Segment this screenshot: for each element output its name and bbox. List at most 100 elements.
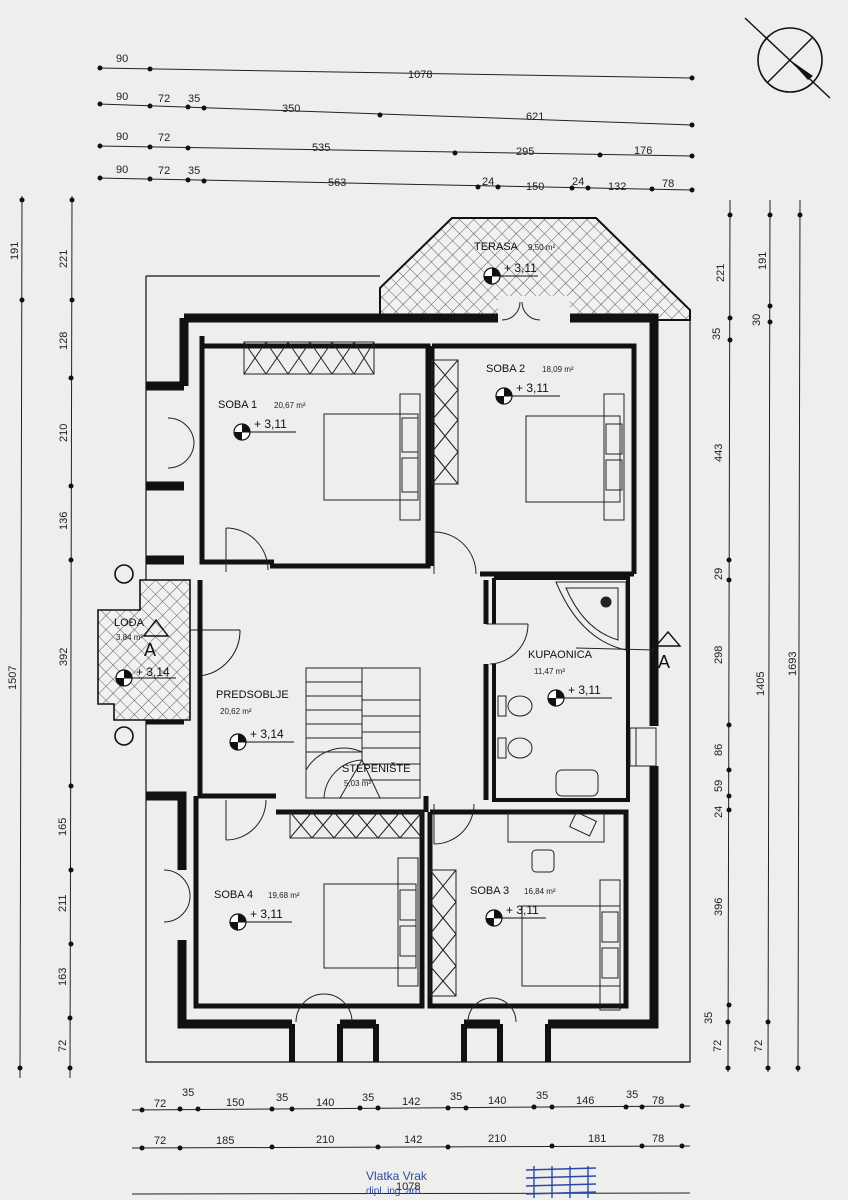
terasa-name: TERASA [474, 241, 519, 253]
room-kupaonica: KUPAONICA 11,47 m² + 3,11 [528, 649, 601, 697]
soba3-name: SOBA 3 [470, 885, 509, 897]
dim-left-1: 221 [58, 250, 70, 268]
dim-right-2: 35 [711, 328, 723, 340]
soba2-level: + 3,11 [516, 381, 549, 395]
dim-left-4: 136 [58, 512, 70, 530]
dim-top-4-h: 132 [608, 181, 626, 193]
dim-left-2: 128 [58, 332, 70, 350]
dim-right-5: 298 [713, 646, 725, 664]
loda-area: 3,84 m² [116, 633, 143, 642]
dim-top-4-c: 35 [188, 165, 200, 177]
section-mark-left: A [142, 618, 170, 660]
soba1-level: + 3,11 [254, 417, 287, 431]
dim-right-10: 35 [703, 1012, 715, 1024]
kupaonica-area: 11,47 m² [534, 667, 565, 676]
soba4-level: + 3,11 [250, 907, 283, 921]
dim-bottom-r2-6: 181 [588, 1133, 606, 1145]
soba1-name: SOBA 1 [218, 399, 257, 411]
room-soba1: SOBA 1 20,67 m² + 3,11 [218, 399, 306, 431]
right-dimension-ticks [725, 212, 803, 1071]
dim-bottom-6: 35 [362, 1092, 374, 1104]
dim-bottom-r2-5: 210 [488, 1133, 506, 1145]
dim-right-mid-3: 1405 [755, 672, 767, 696]
section-label-right: A [658, 652, 670, 672]
soba4-name: SOBA 4 [214, 889, 253, 901]
dim-top-2-d: 350 [282, 103, 300, 115]
terasa-area: 9,50 m² [528, 243, 555, 252]
kupaonica-level: + 3,11 [568, 683, 601, 697]
dim-right-11: 72 [712, 1040, 724, 1052]
level-marker-icon [483, 267, 538, 285]
dim-bottom-12: 35 [626, 1089, 638, 1101]
dim-top-3-e: 176 [634, 145, 652, 157]
stamp-title: dipl. ing. arh. [366, 1186, 423, 1197]
dim-right-1: 221 [715, 264, 727, 282]
level-marker-icon [229, 733, 294, 751]
north-arrow-icon [744, 17, 831, 99]
room-predsoblje: PREDSOBLJE 20,62 m² + 3,14 [216, 689, 289, 741]
beds [323, 393, 625, 1011]
dim-left-6: 165 [57, 818, 69, 836]
dim-left-8: 163 [57, 968, 69, 986]
level-marker-icon [229, 913, 292, 931]
dim-right-mid-4: 72 [753, 1040, 765, 1052]
wardrobes [243, 341, 459, 997]
soba3-area: 16,84 m² [524, 887, 556, 896]
right-dimension-lines [727, 199, 801, 1073]
dim-right-mid-2: 30 [751, 314, 763, 326]
dim-left-9: 72 [57, 1040, 69, 1052]
dim-left-outer-1: 191 [9, 242, 21, 260]
dim-top-1-a: 90 [116, 53, 128, 65]
room-soba4: SOBA 4 19,68 m² + 3,11 [214, 889, 300, 921]
dim-bottom-3: 150 [226, 1097, 244, 1109]
dim-bottom-5: 140 [316, 1097, 334, 1109]
dim-bottom-r2-2: 185 [216, 1135, 234, 1147]
predsoblje-level: + 3,14 [250, 727, 284, 741]
dim-top-4-g: 24 [572, 176, 584, 188]
dim-top-2-c: 35 [188, 93, 200, 105]
architect-stamp: Vlatka Vrak dipl. ing. arh. [366, 1166, 597, 1198]
bathroom-fixtures [497, 581, 655, 797]
dim-top-2-b: 72 [158, 93, 170, 105]
loda-level: + 3,14 [136, 665, 170, 679]
dim-right-9: 396 [713, 898, 725, 916]
bottom-dimension-lines [131, 1105, 691, 1195]
staircase [305, 667, 421, 799]
soba2-area: 18,09 m² [542, 365, 574, 374]
predsoblje-area: 20,62 m² [220, 707, 252, 716]
soba1-area: 20,67 m² [274, 401, 306, 410]
dim-bottom-r2-7: 78 [652, 1133, 664, 1145]
dim-right-7: 59 [713, 780, 725, 792]
soba4-area: 19,68 m² [268, 891, 300, 900]
level-markers [115, 267, 612, 931]
doors [163, 301, 657, 1023]
dim-right-4: 29 [713, 568, 725, 580]
dim-top-4-i: 78 [662, 178, 674, 190]
room-soba3: SOBA 3 16,84 m² + 3,11 [470, 885, 556, 917]
dim-bottom-9: 140 [488, 1095, 506, 1107]
soba2-name: SOBA 2 [486, 363, 525, 375]
dim-right-outer: 1693 [787, 652, 799, 676]
dim-bottom-13: 78 [652, 1095, 664, 1107]
left-dimension-lines [19, 195, 73, 1079]
dim-left-7: 211 [57, 894, 69, 912]
dim-top-3-a: 90 [116, 131, 128, 143]
stamp-logo-icon [525, 1166, 597, 1198]
soba3-level: + 3,11 [506, 903, 539, 917]
dim-top-4-e: 24 [482, 176, 494, 188]
dim-bottom-2: 35 [182, 1087, 194, 1099]
loda-name: LOĐA [114, 617, 145, 629]
terasa-level: + 3,11 [504, 261, 537, 275]
dim-top-3-c: 535 [312, 142, 330, 154]
dim-bottom-4: 35 [276, 1092, 288, 1104]
dim-bottom-r2-4: 142 [404, 1134, 422, 1146]
dim-right-6: 86 [713, 744, 725, 756]
top-dimension-ticks [97, 65, 695, 193]
stepeniste-area: 5,03 m² [344, 779, 371, 788]
dim-top-4-d: 563 [328, 177, 346, 189]
dim-top-4-a: 90 [116, 164, 128, 176]
top-dimension-lines [97, 67, 693, 191]
level-marker-icon [485, 909, 546, 927]
dim-bottom-r2-1: 72 [154, 1135, 166, 1147]
